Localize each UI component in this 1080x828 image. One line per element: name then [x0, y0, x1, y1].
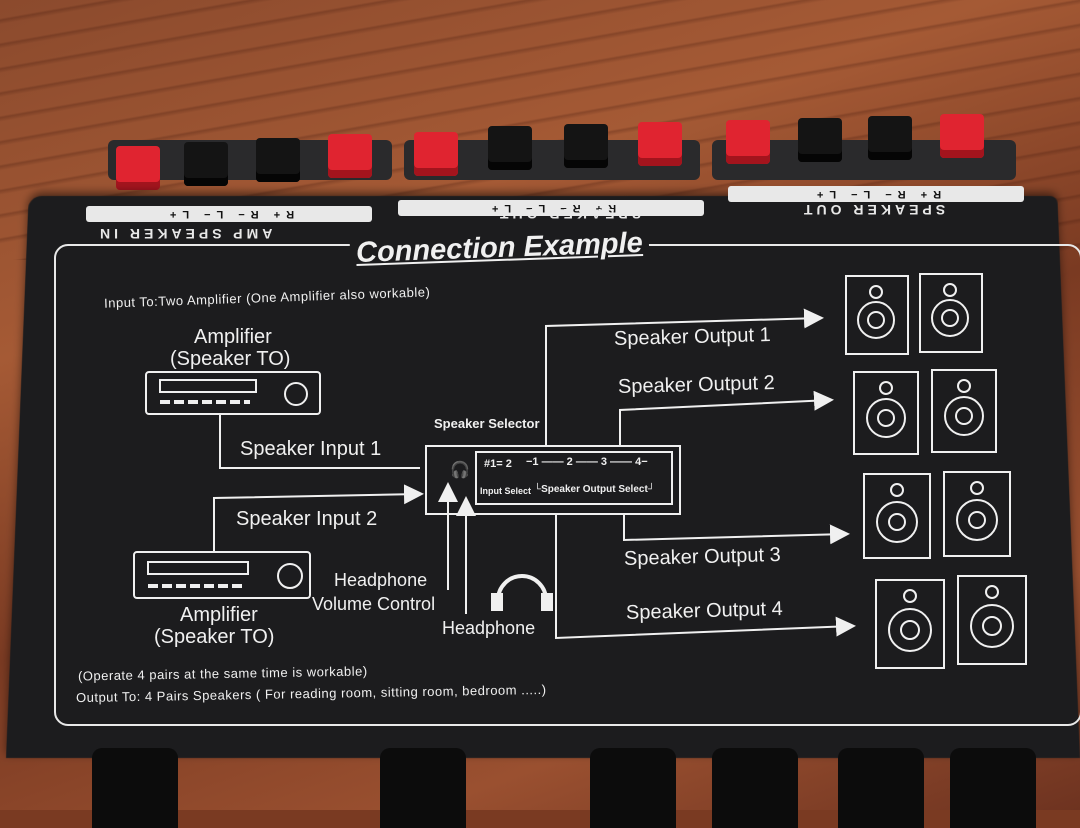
selector-inputs: #1= 2 [484, 458, 512, 470]
speaker-output-3-label: Speaker Output 3 [623, 543, 782, 571]
terminal-post-black[interactable] [488, 126, 532, 170]
speaker-pair-4 [875, 575, 1027, 669]
terminal-post-red[interactable] [116, 146, 160, 190]
front-knob[interactable] [380, 748, 466, 828]
terminal-post-black[interactable] [798, 118, 842, 162]
headphone-volume-label-1: Headphone [334, 570, 428, 590]
terminal-post-red[interactable] [726, 120, 770, 164]
front-knob[interactable] [590, 748, 676, 828]
speaker-pair-1 [845, 273, 983, 355]
terminal-post-red[interactable] [328, 134, 372, 178]
amplifier-top-sublabel: (Speaker TO) [170, 348, 291, 370]
front-knob[interactable] [712, 748, 798, 828]
terminal-post-black[interactable] [868, 116, 912, 160]
amplifier-bottom-sublabel: (Speaker TO) [154, 626, 275, 648]
amplifier-bottom-icon [133, 551, 311, 599]
amplifier-bottom-label: Amplifier [180, 604, 258, 626]
front-knob[interactable] [92, 748, 178, 828]
headphone-label: Headphone [442, 618, 536, 638]
terminal-post-black[interactable] [184, 142, 228, 186]
front-knob[interactable] [838, 748, 924, 828]
amplifier-top-icon [145, 371, 321, 415]
speaker-input-2-label: Speaker Input 2 [236, 508, 378, 530]
selector-box [425, 445, 681, 515]
connection-diagram [133, 273, 1027, 669]
selector-channels: −1 —— 2 —— 3 —— 4− [526, 456, 648, 468]
headphone-volume-label-2: Volume Control [312, 594, 436, 614]
selector-input-label: Input Select [480, 486, 532, 496]
speaker-output-1-label: Speaker Output 1 [613, 323, 772, 351]
terminal-post-black[interactable] [256, 138, 300, 182]
selector-title: Speaker Selector [434, 416, 540, 431]
terminal-post-red[interactable] [940, 114, 984, 158]
terminal-post-black[interactable] [564, 124, 608, 168]
terminal-post-red[interactable] [638, 122, 682, 166]
speaker-pair-2 [853, 369, 997, 455]
headphone-icon [496, 574, 548, 601]
terminal-post-red[interactable] [414, 132, 458, 176]
speaker-output-4-label: Speaker Output 4 [625, 597, 784, 625]
selector-headphone-icon: 🎧 [450, 462, 470, 479]
amplifier-top-label: Amplifier [194, 326, 272, 348]
selector-output-label: └Speaker Output Select┘ [534, 484, 655, 495]
front-knob[interactable] [950, 748, 1036, 828]
speaker-input-1-label: Speaker Input 1 [240, 438, 382, 460]
speaker-output-2-label: Speaker Output 2 [617, 371, 776, 399]
speaker-pair-3 [863, 471, 1011, 559]
